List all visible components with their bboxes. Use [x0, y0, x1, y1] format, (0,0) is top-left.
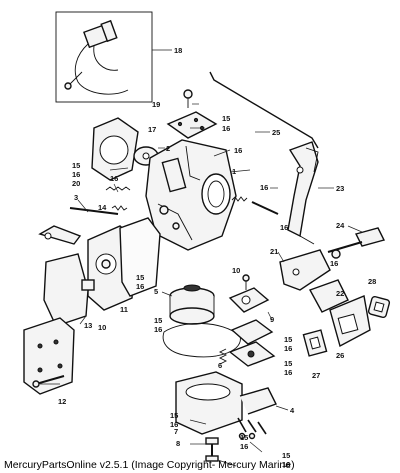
screw-part-10-right[interactable]	[242, 274, 250, 290]
callout-10b: 10	[98, 323, 106, 332]
callout-16c: 16	[72, 170, 80, 179]
bracket-part-21[interactable]	[279, 249, 331, 291]
pump-gasket[interactable]	[119, 217, 161, 297]
part-22-housing[interactable]	[308, 279, 349, 313]
carburetor-body-part-1[interactable]	[145, 139, 237, 251]
callout-15i: 15	[282, 451, 290, 460]
throttle-arm-part-23[interactable]	[287, 141, 319, 245]
callout-8: 8	[176, 439, 180, 448]
callout-4: 4	[290, 406, 295, 415]
callout-6: 6	[218, 361, 222, 370]
callout-27: 27	[312, 371, 320, 380]
adapter-part-26[interactable]	[329, 295, 371, 348]
spring-part-14[interactable]	[105, 186, 131, 191]
screws-bowl-right[interactable]	[237, 417, 267, 440]
screw-part-12[interactable]	[32, 375, 65, 388]
callout-15b: 15	[72, 161, 80, 170]
callout-15a: 15	[222, 114, 230, 123]
callout-17: 17	[148, 125, 156, 134]
callout-15h: 15	[240, 433, 248, 442]
callout-7: 7	[174, 427, 178, 436]
needle-screw-part-3[interactable]	[69, 205, 128, 215]
callout-24: 24	[336, 221, 345, 230]
callout-28: 28	[368, 277, 376, 286]
callout-numbers: 18 19 17 15 16 25 2 16 15 16 20 1 16 23 …	[58, 46, 376, 469]
callout-19: 19	[152, 100, 160, 109]
solenoid-part-18[interactable]	[55, 11, 153, 103]
leader-lines	[40, 49, 363, 467]
callout-20: 20	[72, 179, 80, 188]
cover-part-13[interactable]	[23, 317, 75, 395]
callout-18: 18	[174, 46, 182, 55]
callout-16b: 16	[234, 146, 242, 155]
choke-rod-part-25[interactable]	[209, 71, 319, 149]
float-part-5[interactable]	[169, 284, 215, 325]
callout-16g: 16	[330, 259, 338, 268]
callout-11: 11	[120, 305, 128, 314]
callout-16h: 16	[136, 282, 144, 291]
callout-15e: 15	[284, 335, 292, 344]
callout-26: 26	[336, 351, 344, 360]
idle-spring-screw[interactable]	[231, 196, 279, 215]
gasket-part-27[interactable]	[302, 329, 328, 357]
callout-16k: 16	[284, 368, 292, 377]
gasket-part-28[interactable]	[367, 295, 391, 319]
callout-16l: 16	[170, 420, 178, 429]
callout-21: 21	[270, 247, 278, 256]
callout-16f: 16	[280, 223, 288, 232]
callout-16e: 16	[110, 174, 118, 183]
callout-2: 2	[166, 144, 170, 153]
screw-part-19[interactable]	[183, 89, 193, 108]
callout-16i: 16	[154, 325, 162, 334]
float-bowl-part-4[interactable]	[175, 371, 277, 435]
callout-9: 9	[270, 315, 274, 324]
bowl-gasket[interactable]	[162, 323, 241, 358]
callout-14: 14	[98, 203, 107, 212]
callout-16d: 16	[260, 183, 268, 192]
valve-part-9[interactable]	[228, 287, 270, 313]
drain-screw-part-8[interactable]	[205, 437, 219, 462]
callout-15d: 15	[154, 316, 162, 325]
callout-16n: 16	[282, 460, 290, 469]
lever-part-24[interactable]	[327, 227, 386, 259]
gasket-part-20[interactable]	[91, 117, 139, 181]
callout-22: 22	[336, 289, 344, 298]
callout-13: 13	[84, 321, 92, 330]
callout-5: 5	[154, 287, 158, 296]
callout-15c: 15	[136, 273, 144, 282]
callout-16j: 16	[284, 344, 292, 353]
plug-part-6[interactable]	[81, 279, 95, 291]
cover-plate-part-17[interactable]	[166, 111, 218, 139]
diaphragm-stack[interactable]	[228, 319, 276, 367]
callout-1: 1	[232, 167, 236, 176]
callout-12: 12	[58, 397, 66, 406]
image-caption: MercuryPartsOnline v2.5.1 (Image Copyrig…	[4, 459, 295, 471]
callout-15f: 15	[284, 359, 292, 368]
spring-bowl[interactable]	[218, 348, 228, 365]
callout-25: 25	[272, 128, 280, 137]
callout-15g: 15	[170, 411, 178, 420]
callout-23: 23	[336, 184, 344, 193]
callout-3: 3	[74, 193, 78, 202]
callout-10a: 10	[232, 266, 240, 275]
callout-16a: 16	[222, 124, 230, 133]
lever-bracket-left[interactable]	[38, 225, 82, 245]
callout-16m: 16	[240, 442, 248, 451]
